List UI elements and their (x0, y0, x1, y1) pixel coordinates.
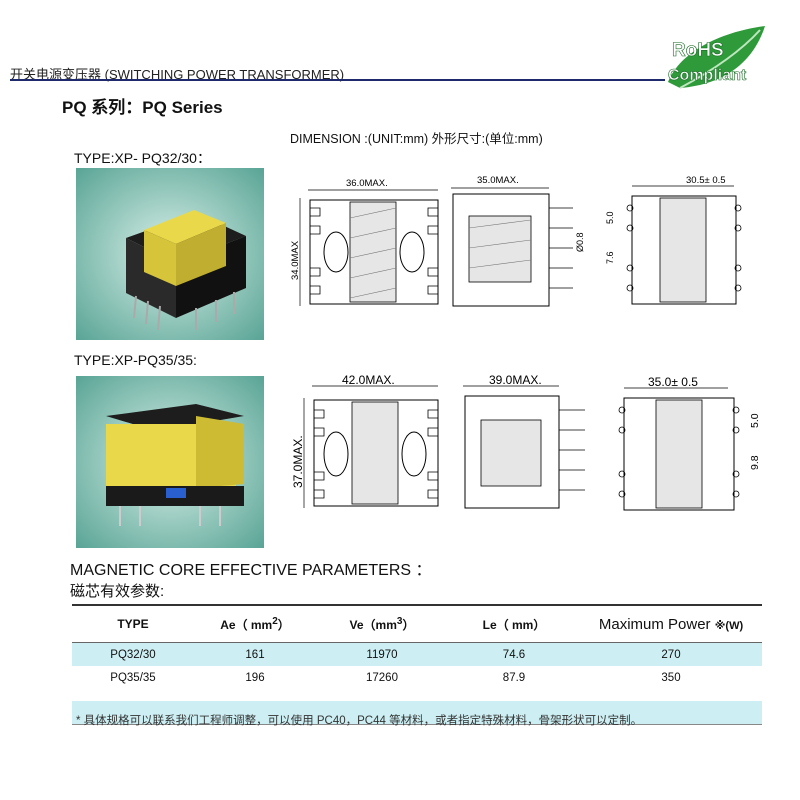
compliant-text: Compliant (668, 67, 747, 84)
table-row: PQ35/35 196 17260 87.9 350 (72, 666, 762, 689)
cell-ve: 17260 (316, 666, 448, 689)
dim-pin-dia: Ø0.8 (575, 232, 585, 252)
col-type: TYPE (72, 604, 194, 643)
col-ve: Ve（mm3） (316, 604, 448, 643)
dim-offset1: 5.0 (749, 413, 760, 428)
cell-ae: 161 (194, 642, 316, 666)
dim-side-width: 39.0MAX. (489, 373, 542, 387)
dim-side-width: 35.0MAX. (477, 175, 519, 186)
table-row-spacer (72, 689, 762, 701)
product-type-label: TYPE:XP- PQ32/30： (74, 150, 211, 166)
product-type-label: TYPE:XP-PQ35/35: (74, 352, 197, 368)
dim-pin-pitch: 30.5± 0.5 (686, 175, 726, 186)
pq3230-bottom-drawing: 30.5± 0.5 5.0 7.6 (605, 175, 742, 305)
dim-pin-pitch: 35.0± 0.5 (648, 375, 698, 389)
cell-le: 87.9 (448, 666, 580, 689)
pq3230-photo (76, 168, 264, 340)
col-le: Le（ mm） (448, 604, 580, 643)
pq3230-front-drawing: 36.0MAX. 34.0MAX (290, 178, 439, 306)
dimension-note: DIMENSION :(UNIT:mm) 外形尺寸:(单位:mm) (290, 132, 543, 146)
cell-power: 270 (580, 642, 762, 666)
footnote: * 具体规格可以联系我们工程师调整，可以使用 PC40，PC44 等材料，或者指… (76, 715, 643, 727)
col-max-power: Maximum Power ※(W) (580, 604, 762, 643)
cell-type: PQ35/35 (72, 666, 194, 689)
params-table: TYPE Ae（ mm2） Ve（mm3） Le（ mm） Maximum Po… (72, 604, 762, 725)
params-title: MAGNETIC CORE EFFECTIVE PARAMETERS ： (70, 562, 432, 579)
dim-offset1: 5.0 (605, 211, 615, 224)
dim-width: 36.0MAX. (346, 178, 388, 189)
cell-power: 350 (580, 666, 762, 689)
series-title: PQ 系列：PQ Series (62, 98, 223, 117)
table-row-empty (72, 701, 762, 725)
table-row: PQ32/30 161 11970 74.6 270 (72, 642, 762, 666)
pq3535-side-drawing: 39.0MAX. (463, 373, 585, 509)
cell-ve: 11970 (316, 642, 448, 666)
dim-height: 37.0MAX. (291, 435, 305, 488)
rohs-text: RoHS (672, 40, 724, 61)
cell-ae: 196 (194, 666, 316, 689)
pq3230-side-drawing: 35.0MAX. Ø0.8 (451, 175, 585, 307)
dim-width: 42.0MAX. (342, 373, 395, 387)
params-subtitle: 磁芯有效参数: (70, 583, 165, 600)
dim-height: 34.0MAX (290, 240, 301, 280)
pq3535-photo (76, 376, 264, 548)
rohs-compliant-logo: RoHS Compliant (668, 26, 765, 89)
table-header-row: TYPE Ae（ mm2） Ve（mm3） Le（ mm） Maximum Po… (72, 604, 762, 643)
cell-type: PQ32/30 (72, 642, 194, 666)
header-divider (10, 79, 665, 81)
pq3535-bottom-drawing: 35.0± 0.5 5.0 9.8 (618, 375, 760, 511)
col-ae: Ae（ mm2） (194, 604, 316, 643)
dim-offset2: 7.6 (605, 251, 615, 264)
pq3535-front-drawing: 42.0MAX. 37.0MAX. (291, 373, 439, 508)
header-title: 开关电源变压器 (SWITCHING POWER TRANSFORMER) (10, 67, 345, 82)
dim-offset2: 9.8 (749, 455, 760, 470)
cell-le: 74.6 (448, 642, 580, 666)
